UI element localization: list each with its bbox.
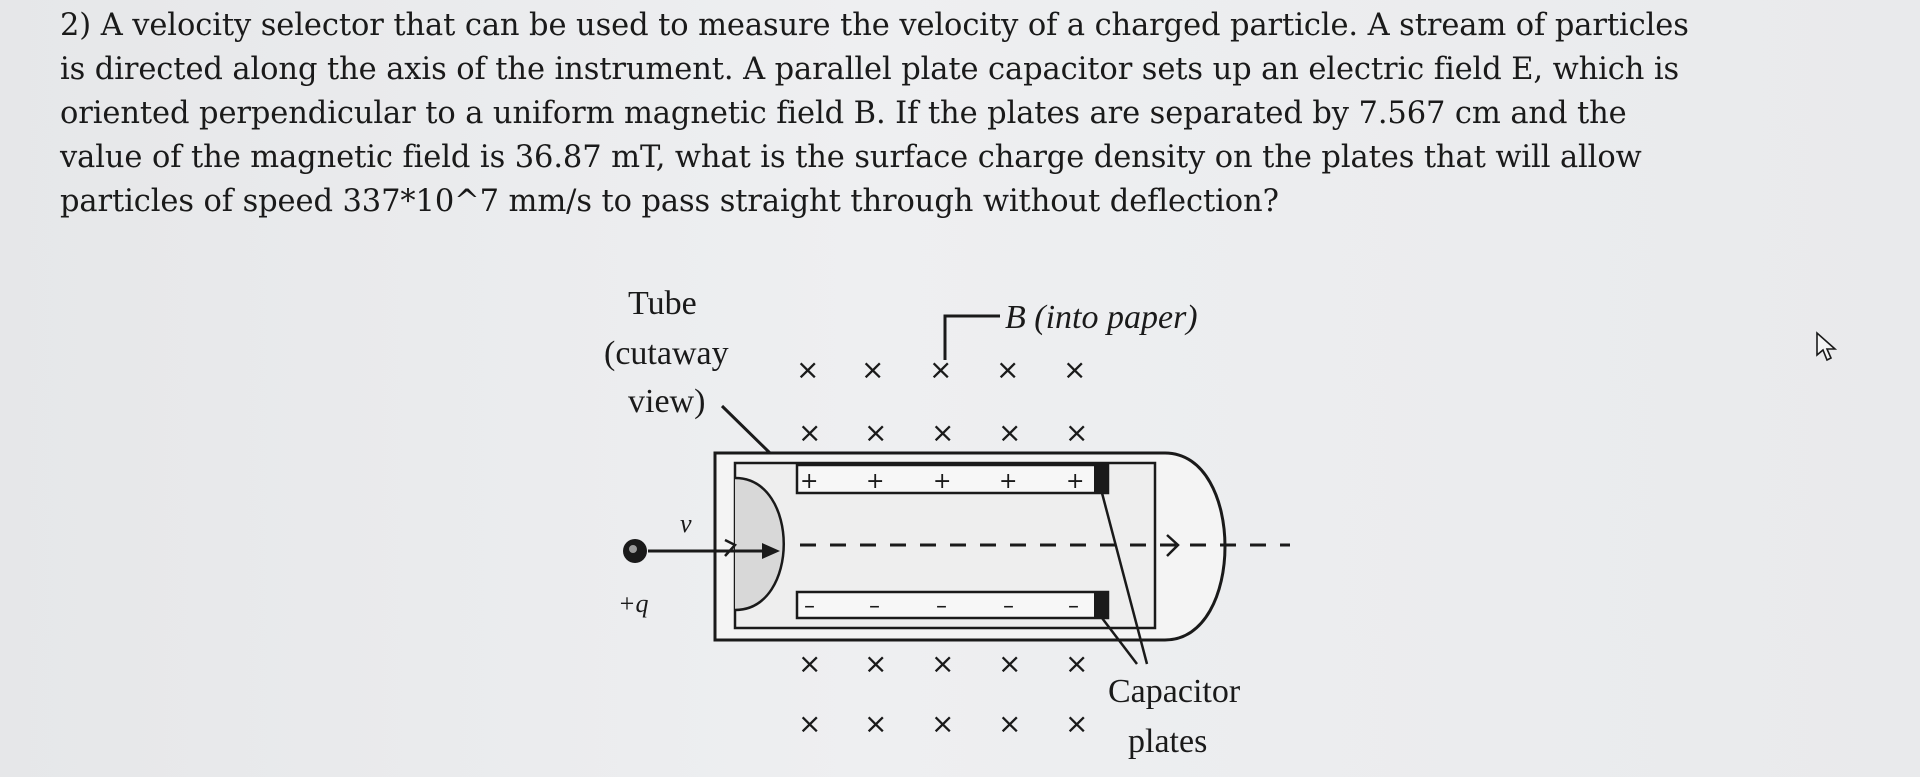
cross-symbol: × [998,647,1021,680]
cross-symbol: × [998,416,1021,449]
mouse-pointer-icon [1816,331,1838,362]
cross-symbol: × [861,353,884,386]
question-line: 2) A velocity selector that can be used … [60,8,1689,43]
question-line: is directed along the axis of the instru… [60,52,1680,87]
cross-symbol: × [864,647,887,680]
minus-sign: – [936,594,947,619]
plate-end-block [1094,465,1108,493]
plus-sign: + [933,469,951,494]
capacitor-pointer [1101,617,1138,665]
question-line: oriented perpendicular to a uniform magn… [60,96,1627,131]
b-field-pointer [943,314,1000,360]
plus-sign: + [1066,469,1084,494]
cross-symbol: × [931,647,954,680]
minus-sign: – [1068,594,1079,619]
charge-label: +q [618,589,649,618]
cross-symbol: × [929,353,952,386]
minus-sign: – [804,594,815,619]
cross-symbol: × [1065,416,1088,449]
charged-particle-highlight [629,545,637,553]
tube-pointer-line [720,404,774,457]
question-text: 2) A velocity selector that can be used … [60,4,1900,224]
collimator-dome [734,476,785,612]
question-line: particles of speed 337*10^7 mm/s to pass… [60,184,1279,219]
cross-symbol: × [798,416,821,449]
cross-symbol: × [931,416,954,449]
cross-symbol: × [796,353,819,386]
tube-label-line: view) [628,383,705,420]
b-field-crosses-row: × × × × × [798,647,1088,680]
tube-label-line: (cutaway [604,335,729,372]
plus-sign: + [999,469,1017,494]
plus-sign: + [866,469,884,494]
capacitor-label-line: Capacitor [1108,673,1241,710]
b-field-crosses-row: × × × × × [798,416,1088,449]
plate-end-block [1094,592,1108,618]
cross-symbol: × [864,707,887,740]
cross-symbol: × [1065,707,1088,740]
cross-symbol: × [798,647,821,680]
cross-symbol: × [1063,353,1086,386]
cross-symbol: × [931,707,954,740]
capacitor-label-line: plates [1128,723,1207,760]
minus-sign: – [1003,594,1014,619]
plus-sign: + [800,469,818,494]
velocity-arrowhead [762,543,780,559]
cross-symbol: × [998,707,1021,740]
b-field-crosses-row: × × × × × [798,707,1088,740]
tube-label-line: Tube [628,285,697,322]
capacitor-plate-bottom [795,590,1110,620]
cross-symbol: × [996,353,1019,386]
capacitor-plate-top [795,463,1110,495]
cross-symbol: × [864,416,887,449]
cross-symbol: × [798,707,821,740]
capacitor-pointer [1100,492,1149,665]
question-line: value of the magnetic field is 36.87 mT,… [60,140,1642,175]
b-field-crosses-row: × × × × × [796,353,1086,386]
b-field-label: B (into paper) [1005,299,1198,336]
exit-aperture [1166,534,1180,557]
entry-aperture [724,538,738,557]
minus-sign: – [869,594,880,619]
velocity-label: v [680,509,692,538]
cross-symbol: × [1065,647,1088,680]
